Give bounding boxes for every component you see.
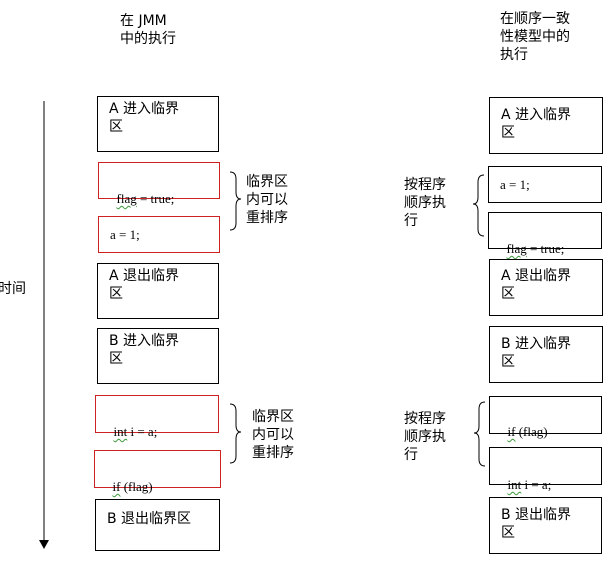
- jmm-lower-reorder-note: 临界区 内可以 重排序: [252, 409, 294, 461]
- if-keyword: if: [112, 479, 121, 494]
- int-assignment-text: i = a;: [521, 477, 552, 492]
- flag-keyword: flag: [506, 241, 527, 256]
- flag-keyword: flag: [116, 191, 137, 206]
- time-axis-label: 时间: [0, 281, 26, 297]
- sc-a-exit-box: A 退出临界 区: [489, 259, 603, 316]
- jmm-if-flag-box: if (flag): [94, 450, 221, 494]
- sc-flag-true-box: flag = true;: [488, 212, 602, 256]
- jmm-flag-true-box: flag = true;: [98, 162, 220, 206]
- jmm-int-i-box: int i = a;: [95, 395, 219, 439]
- if-keyword: if: [507, 424, 516, 439]
- jmm-b-exit-box: B 退出临界区: [95, 499, 220, 551]
- sc-upper-order-note: 按程序 顺序执 行: [404, 177, 446, 229]
- int-keyword: int: [113, 424, 128, 439]
- flag-assignment-text: = true;: [136, 191, 175, 206]
- sc-upper-brace: [472, 174, 485, 237]
- int-assignment-text: i = a;: [127, 424, 158, 439]
- jmm-column-header: 在 JMM 中的执行: [120, 13, 176, 47]
- jmm-a-assign-box: a = 1;: [98, 216, 220, 253]
- sc-if-flag-box: if (flag): [489, 396, 602, 439]
- sc-lower-order-note: 按程序 顺序执 行: [404, 411, 446, 463]
- time-axis-arrowhead: [39, 540, 49, 549]
- jmm-upper-reorder-note: 临界区 内可以 重排序: [246, 174, 288, 226]
- jmm-a-exit-box: A 退出临界 区: [97, 263, 219, 319]
- sc-a-enter-box: A 进入临界 区: [489, 97, 603, 154]
- sc-b-exit-box: B 退出临界 区: [489, 497, 602, 554]
- jmm-upper-brace: [229, 171, 242, 231]
- flag-assignment-text: = true;: [526, 241, 565, 256]
- if-condition-text: (flag): [515, 424, 548, 439]
- int-keyword: int: [507, 477, 522, 492]
- if-condition-text: (flag): [120, 479, 153, 494]
- jmm-lower-brace: [229, 403, 242, 464]
- sc-lower-brace: [473, 401, 486, 467]
- sc-column-header: 在顺序一致 性模型中的 执行: [500, 11, 570, 63]
- sc-int-i-box: int i = a;: [489, 447, 602, 492]
- jmm-a-enter-box: A 进入临界 区: [97, 96, 219, 152]
- sc-b-enter-box: B 进入临界 区: [489, 326, 603, 383]
- jmm-b-enter-box: B 进入临界 区: [97, 328, 219, 384]
- sc-a-assign-box: a = 1;: [488, 166, 602, 203]
